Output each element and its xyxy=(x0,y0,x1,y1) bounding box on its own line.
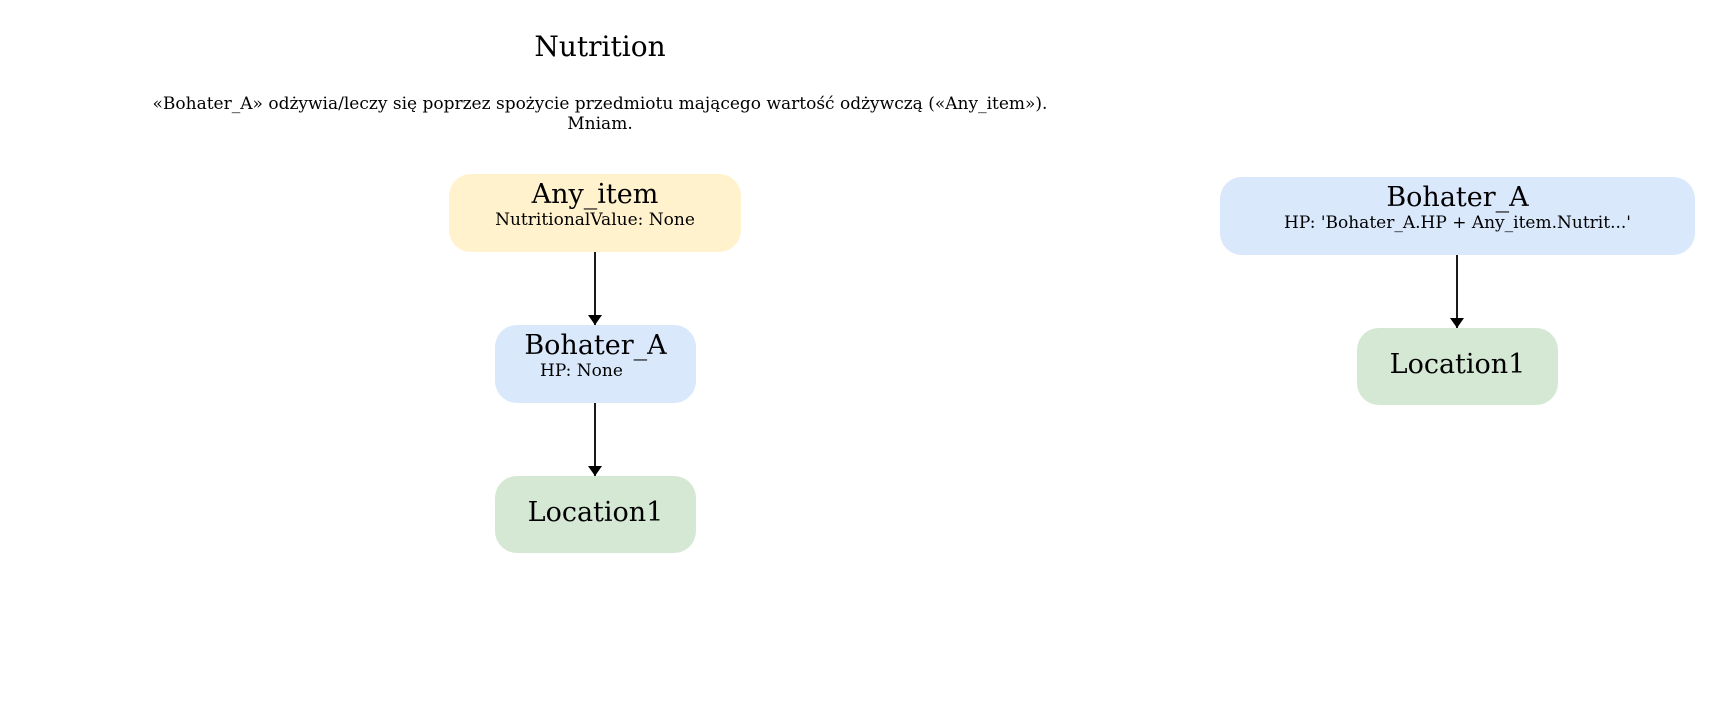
node-hero-post: Bohater_A HP: 'Bohater_A.HP + Any_item.N… xyxy=(1220,177,1695,255)
node-hero-post-name: Bohater_A xyxy=(1386,182,1529,213)
node-any-item-attr: NutritionalValue: None xyxy=(495,210,695,230)
node-hero-pre-attr: HP: None xyxy=(540,361,623,381)
description-line-2: Mniam. xyxy=(567,114,633,134)
description-line-1: «Bohater_A» odżywia/leczy się poprzez sp… xyxy=(152,94,1048,114)
node-hero-post-attr: HP: 'Bohater_A.HP + Any_item.Nutrit...' xyxy=(1284,213,1631,233)
node-location-post-name: Location1 xyxy=(1389,349,1526,380)
node-any-item: Any_item NutritionalValue: None xyxy=(449,174,741,252)
diagram-description: «Bohater_A» odżywia/leczy się poprzez sp… xyxy=(0,94,1200,134)
node-hero-pre: Bohater_A HP: None xyxy=(495,325,696,403)
diagram-title: Nutrition xyxy=(534,30,666,63)
node-location-pre-name: Location1 xyxy=(527,497,664,528)
node-location-post: Location1 xyxy=(1357,328,1558,405)
node-any-item-name: Any_item xyxy=(531,179,659,210)
node-hero-pre-name: Bohater_A xyxy=(524,330,667,361)
node-location-pre: Location1 xyxy=(495,476,696,553)
